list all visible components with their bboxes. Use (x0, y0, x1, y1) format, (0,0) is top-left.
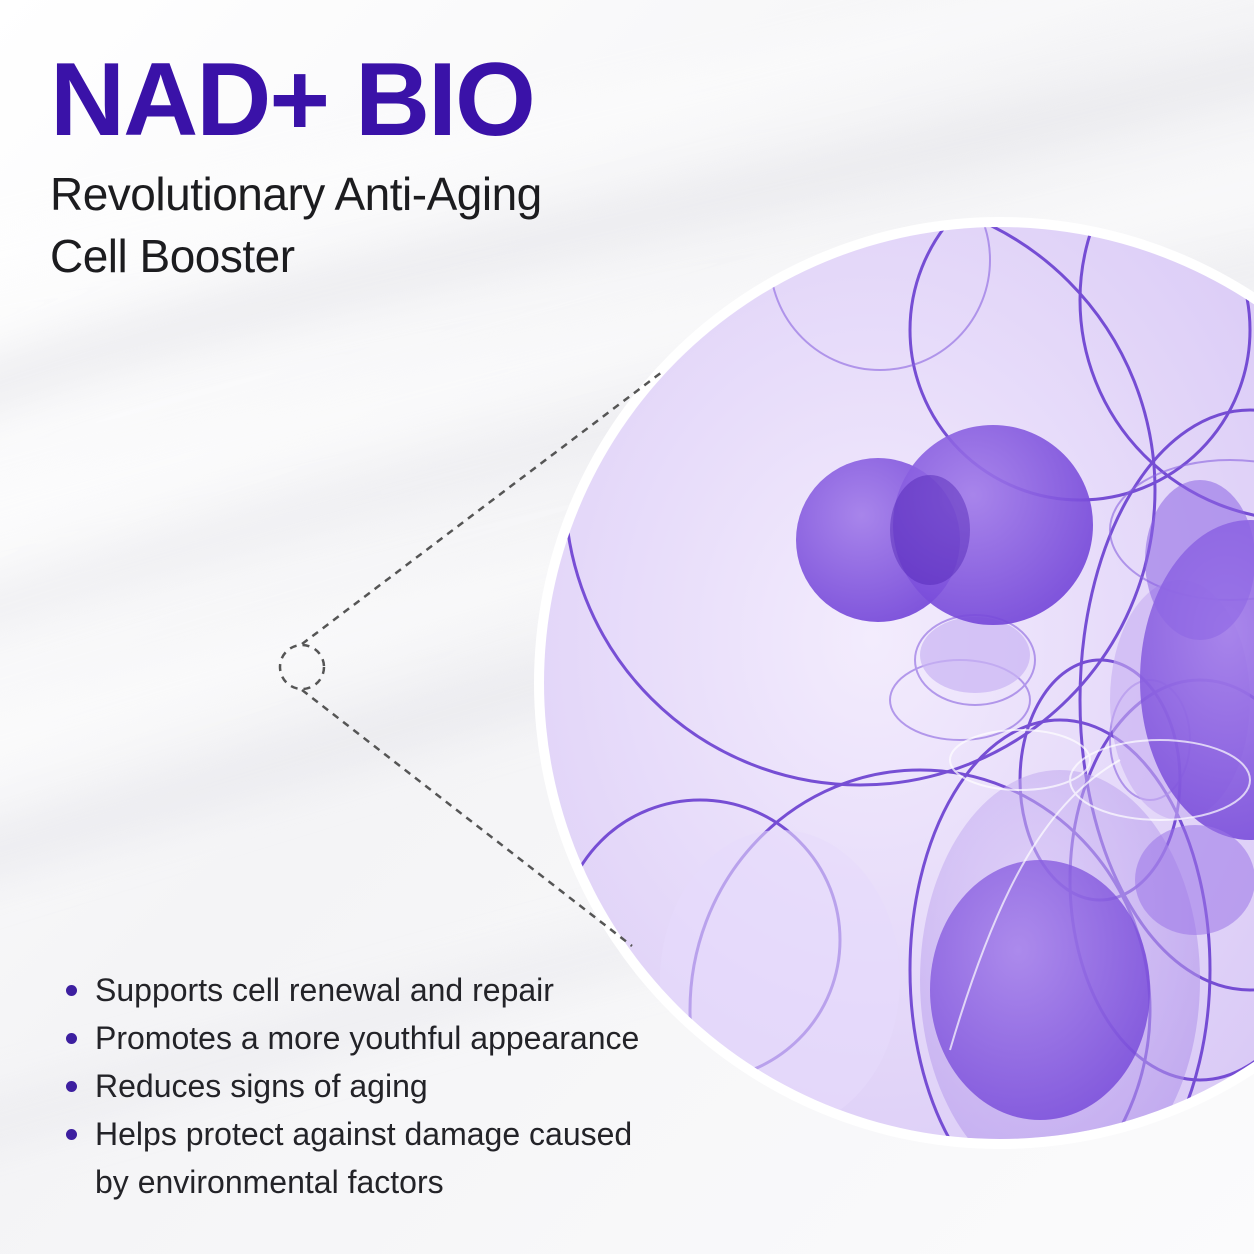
bullet-dot-icon (66, 1033, 77, 1044)
benefit-text: Promotes a more youthful appearance (95, 1020, 640, 1056)
bullet-dot-icon (66, 1081, 77, 1092)
benefit-list: Supports cell renewal and repair Promote… (64, 966, 684, 1206)
list-item: Reduces signs of aging (64, 1062, 684, 1110)
benefit-text-continued: by environmental factors (95, 1164, 444, 1200)
list-item: Promotes a more youthful appearance (64, 1014, 684, 1062)
benefit-text: Helps protect against damage caused (95, 1116, 633, 1152)
bullet-dot-icon (66, 1129, 77, 1140)
brand-title: NAD+ BIO (50, 42, 536, 158)
bullet-dot-icon (66, 985, 77, 996)
cell-field (544, 227, 1254, 1139)
list-item: Helps protect against damage caused by e… (64, 1110, 684, 1206)
benefit-text: Reduces signs of aging (95, 1068, 428, 1104)
brand-subtitle: Revolutionary Anti-Aging Cell Booster (50, 163, 650, 287)
list-item: Supports cell renewal and repair (64, 966, 684, 1014)
benefit-text: Supports cell renewal and repair (95, 972, 554, 1008)
subtitle-line-1: Revolutionary Anti-Aging (50, 168, 542, 220)
subtitle-line-2: Cell Booster (50, 230, 295, 282)
